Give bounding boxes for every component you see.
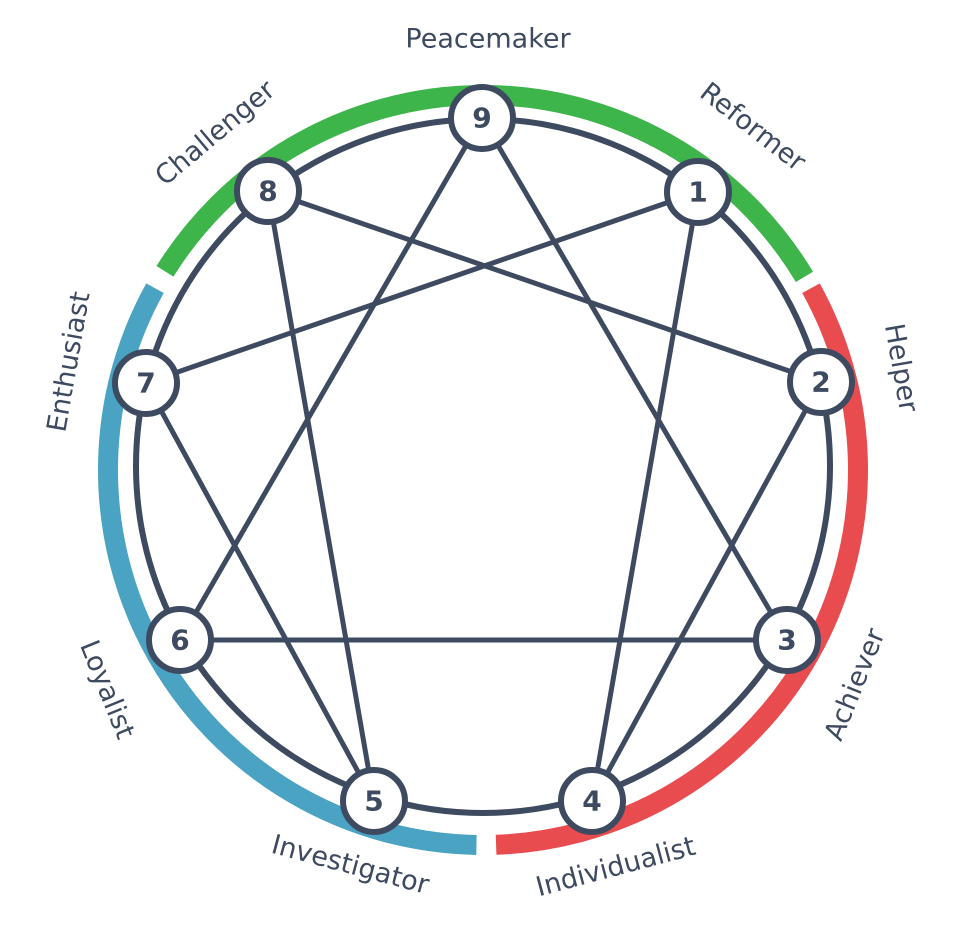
label-achiever: Achiever: [819, 623, 892, 745]
node-5: 5: [340, 767, 408, 835]
label-helper: Helper: [878, 321, 924, 415]
connection-2-8: [267, 188, 822, 385]
connection-7-1: [145, 189, 699, 386]
node-circle: [448, 84, 516, 152]
node-number: 3: [777, 624, 796, 657]
node-circle: [787, 348, 855, 416]
node-4: 4: [558, 767, 626, 835]
connection-4-2: [589, 380, 824, 803]
node-number: 9: [472, 102, 491, 135]
node-number: 1: [688, 176, 707, 209]
node-number: 6: [170, 624, 189, 657]
connection-5-7: [143, 381, 377, 803]
label-peacemaker: Peacemaker: [405, 24, 571, 55]
connection-8-5: [265, 190, 377, 802]
node-number: 8: [258, 175, 277, 208]
node-6: 6: [146, 606, 214, 674]
node-number: 5: [364, 785, 383, 818]
node-circle: [340, 767, 408, 835]
connection-9-3: [479, 116, 790, 642]
node-number: 4: [582, 785, 601, 818]
node-circle: [112, 349, 180, 417]
node-circle: [664, 158, 732, 226]
node-3: 3: [753, 606, 821, 674]
node-circle: [753, 606, 821, 674]
node-1: 1: [664, 158, 732, 226]
node-7: 7: [112, 349, 180, 417]
node-circle: [558, 767, 626, 835]
node-8: 8: [234, 157, 302, 225]
node-2: 2: [787, 348, 855, 416]
connection-1-4: [589, 191, 701, 802]
label-enthusiast: Enthusiast: [41, 289, 96, 434]
inner-circle: [133, 116, 833, 816]
node-number: 7: [136, 367, 155, 400]
node-9: 9: [448, 84, 516, 152]
node-circle: [146, 606, 214, 674]
node-circle: [234, 157, 302, 225]
node-number: 2: [811, 366, 830, 399]
label-loyalist: Loyalist: [73, 636, 140, 743]
connection-6-9: [177, 116, 485, 642]
